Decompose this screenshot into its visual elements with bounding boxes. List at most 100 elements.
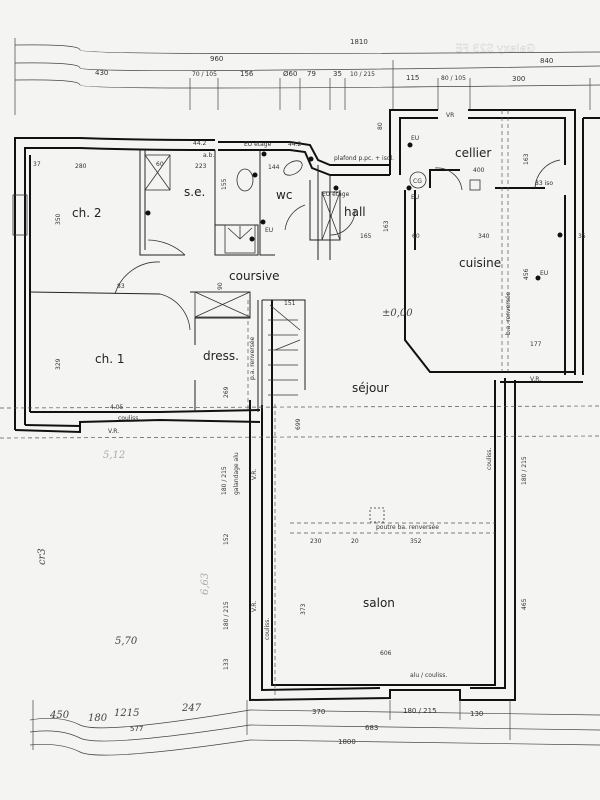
room-label-ch1: ch. 1 [95,352,124,366]
dim: 151 [284,300,296,307]
dim: 152 [223,533,230,545]
dim: 60 [156,161,164,168]
dim-10-215: 10 / 215 [350,71,375,78]
dim: 340 [478,233,490,240]
sliding-door-label: couliss. [264,618,271,640]
dim-450: 450 [49,710,70,721]
room-label-sejour: séjour [352,381,389,395]
dim-683: 683 [365,724,378,732]
dim-total-top: 1810 [350,38,368,46]
dim-156: 156 [240,70,254,78]
dim: 329 [55,358,62,370]
boiler-cg-label: CG [413,178,422,185]
dim: 465 [521,598,528,610]
dim: 177 [530,341,542,348]
handwritten-note: 6,63 [200,573,211,595]
dim: 456 [523,268,530,280]
dim-1800: 1800 [338,738,356,746]
dim: 90 [217,282,224,290]
shutter-vr-label: V.R. [251,601,258,612]
shutter-vr-label: V.R. [108,428,119,435]
electrical-points [145,142,563,281]
dim-35: 35 [333,70,342,78]
staircase [268,304,301,396]
fixtures [12,154,561,523]
dim: a.b. [203,152,214,159]
room-label-wc: wc [276,188,292,202]
room-label-ch2: ch. 2 [72,206,101,220]
room-label-hall: hall [344,205,366,219]
dim: 80 [377,122,384,130]
room-label-dress: dress. [203,349,239,363]
dim: 352 [410,538,422,545]
dim: 180 / 215 [221,466,228,495]
dim: 37 [33,161,41,168]
eu-label: EU [265,227,273,234]
dim: 4.05 [110,404,124,411]
shutter-vr-label: V.R. [251,469,258,480]
beam-lines [0,110,600,700]
dim-840: 840 [540,57,553,65]
dim-300: 300 [512,75,525,83]
beam-label: p.a. renversée [249,336,256,380]
dim: 35 [578,233,586,240]
dim-180: 180 [88,713,108,724]
room-label-coursive: coursive [229,269,280,283]
dim-130: 130 [470,710,483,718]
dim-70-105: 70 / 105 [192,71,217,78]
dim: 163 [523,153,530,165]
dim: 350 [55,213,62,225]
dim: 44.2 [288,141,302,148]
dim-060: Ø60 [283,70,297,78]
sliding-door-label: alu / couliss. [410,672,447,679]
beam-label: b.a. renversée [505,291,512,335]
dim: 83 iso [535,180,553,187]
dim: 83 [117,283,125,290]
dim: 163 [383,220,390,232]
eu-label: EU [411,194,419,201]
floor-level: ±0,00 [382,308,413,319]
dim: 44.2 [193,140,207,147]
camera-watermark: Galaxy S23 FE [456,42,535,55]
walls [14,109,600,702]
dim-115: 115 [406,74,419,82]
dim: 155 [221,178,228,190]
dim-430: 430 [95,69,108,77]
eu-label: EU [540,270,548,277]
dim: 230 [310,538,322,545]
dim-1215: 1215 [114,708,139,719]
room-label-cellier: cellier [455,146,491,160]
dim: 20 [351,538,359,545]
dim-577: 577 [130,725,143,733]
dim: 373 [300,603,307,615]
shutter-vr-label: V.R. [530,376,541,383]
dim: 165 [360,233,372,240]
eu-etage-label-2: EU étage [322,191,350,198]
dim: 699 [295,418,302,430]
top-dimension-lines [14,38,600,115]
dim: 144 [268,164,280,171]
dim: 606 [380,650,392,657]
dim: 60 [412,233,420,240]
dim: 180 / 215 [521,456,528,485]
dim-80-105: 80 / 105 [441,75,466,82]
sliding-door-label: couliss. [118,415,140,422]
sliding-door-label: couliss. [486,448,493,470]
dim-79: 79 [307,70,316,78]
handwritten-note: cr3 [37,548,48,565]
eu-label: EU [411,135,419,142]
eu-etage-label: EU étage [244,141,272,148]
dim-960: 960 [210,55,223,63]
dim: 223 [195,163,207,170]
dim: 133 [223,658,230,670]
dim-247: 247 [181,703,202,714]
beam-label: poutre ba. renversée [376,524,439,531]
dim: 280 [75,163,87,170]
shutter-vr-label: VR [446,112,454,119]
dim: 269 [223,386,230,398]
room-label-cuisine: cuisine [459,256,501,270]
dim: 180 / 215 [223,601,230,630]
room-label-se: s.e. [184,185,205,199]
dim: 400 [473,167,485,174]
